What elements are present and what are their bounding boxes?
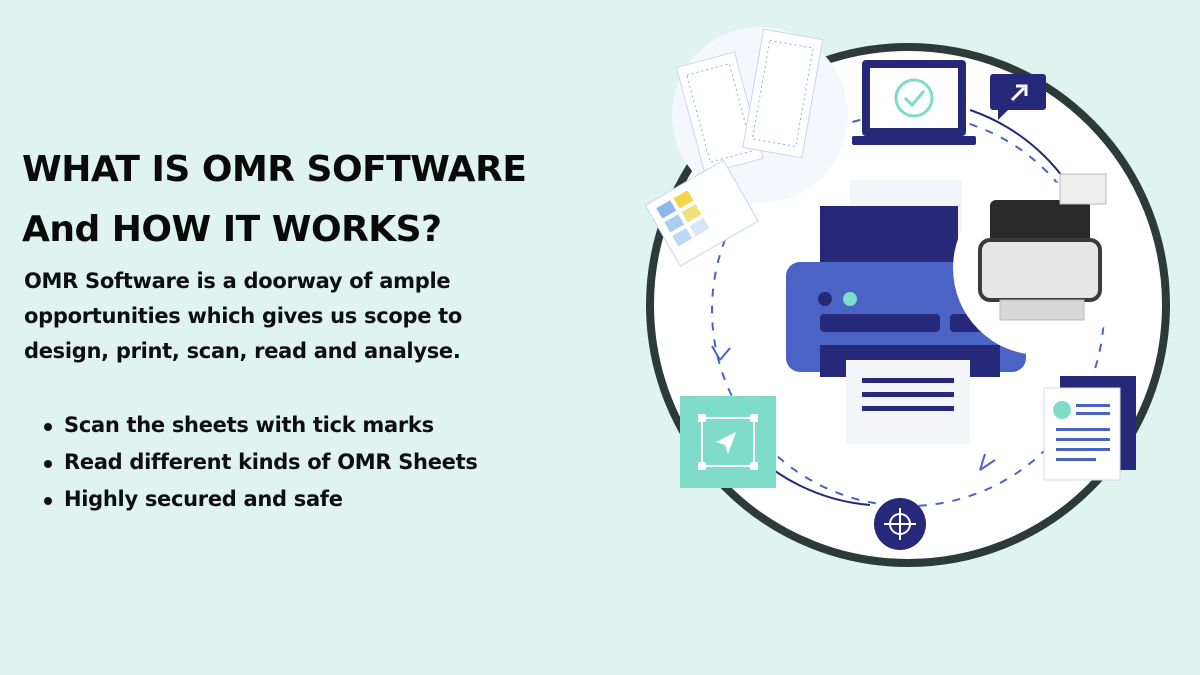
feature-item: Scan the sheets with tick marks <box>44 407 478 444</box>
cursor-message-icon <box>990 74 1046 120</box>
feature-text: Highly secured and safe <box>64 487 343 511</box>
target-icon <box>874 498 926 550</box>
document-icon <box>1043 376 1136 481</box>
omr-process-illustration <box>644 27 1170 567</box>
title-line-2: And HOW IT WORKS? <box>22 209 442 250</box>
omr-sheets-image <box>644 27 848 267</box>
description: OMR Software is a doorway of ample oppor… <box>24 269 463 363</box>
title-line-1: WHAT IS OMR SOFTWARE <box>22 149 527 190</box>
feature-text: Scan the sheets with tick marks <box>64 413 434 437</box>
laptop-check-icon <box>852 60 976 145</box>
scanner-image <box>953 173 1127 355</box>
bullet-icon <box>44 460 52 468</box>
bullet-icon <box>44 423 52 431</box>
feature-item: Read different kinds of OMR Sheets <box>44 444 478 481</box>
feature-item: Highly secured and safe <box>44 481 478 518</box>
bullet-icon <box>44 497 52 505</box>
feature-list: Scan the sheets with tick marks Read dif… <box>44 407 478 518</box>
select-cursor-icon <box>680 396 776 488</box>
page-title: WHAT IS OMR SOFTWARE And HOW IT WORKS? <box>22 140 622 260</box>
feature-text: Read different kinds of OMR Sheets <box>64 450 478 474</box>
